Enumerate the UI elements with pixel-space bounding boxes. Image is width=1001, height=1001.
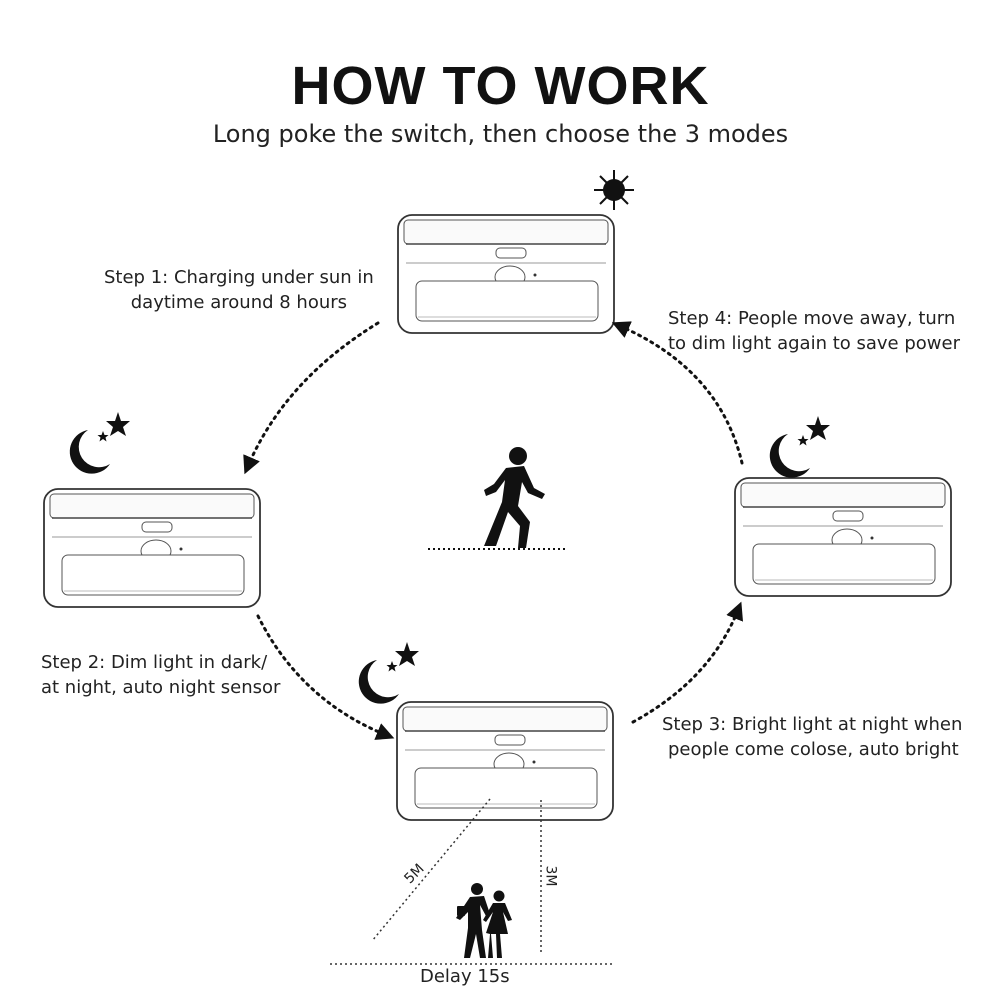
step-1-line-1: Step 1: Charging under sun in (104, 267, 374, 288)
delay-label: Delay 15s (420, 966, 510, 987)
moon-star-icon (69, 412, 130, 474)
step-1-line-2: daytime around 8 hours (130, 292, 348, 313)
moon-star-icon (358, 642, 419, 704)
range-line-diagonal (371, 798, 491, 942)
page-subtitle: Long poke the switch, then choose the 3 … (212, 120, 789, 148)
moon-star-icon (769, 416, 830, 478)
distance-label-vertical: 3M (542, 865, 559, 887)
step-1-text: Step 1: Charging under sun in daytime ar… (104, 265, 374, 315)
solar-light-right (734, 477, 952, 597)
arrow-step1-to-step2 (243, 321, 380, 475)
step-3-line-1: Step 3: Bright light at night when (662, 714, 963, 735)
solar-light-top (397, 214, 615, 334)
page-title: HOW TO WORK (291, 56, 710, 116)
arrow-step2-to-step3 (256, 614, 395, 740)
step-4-line-2: to dim light again to save power (668, 333, 960, 354)
solar-light-left (43, 488, 261, 608)
two-people-walking-icon (456, 883, 512, 958)
step-3-line-2: people come colose, auto bright (668, 739, 959, 760)
arrow-step3-to-step4 (631, 601, 744, 724)
step-2-line-2: at night, auto night sensor (41, 677, 281, 698)
sun-icon (594, 170, 634, 210)
solar-light-bottom (396, 701, 614, 821)
step-3-text: Step 3: Bright light at night when peopl… (662, 712, 962, 762)
step-4-line-1: Step 4: People move away, turn (668, 308, 956, 329)
arrow-step4-to-step1 (611, 321, 744, 465)
step-2-line-1: Step 2: Dim light in dark/ (41, 652, 268, 673)
step-4-text: Step 4: People move away, turn to dim li… (668, 306, 960, 356)
step-2-text: Step 2: Dim light in dark/ at night, aut… (41, 650, 280, 700)
walking-person-icon (428, 447, 566, 550)
